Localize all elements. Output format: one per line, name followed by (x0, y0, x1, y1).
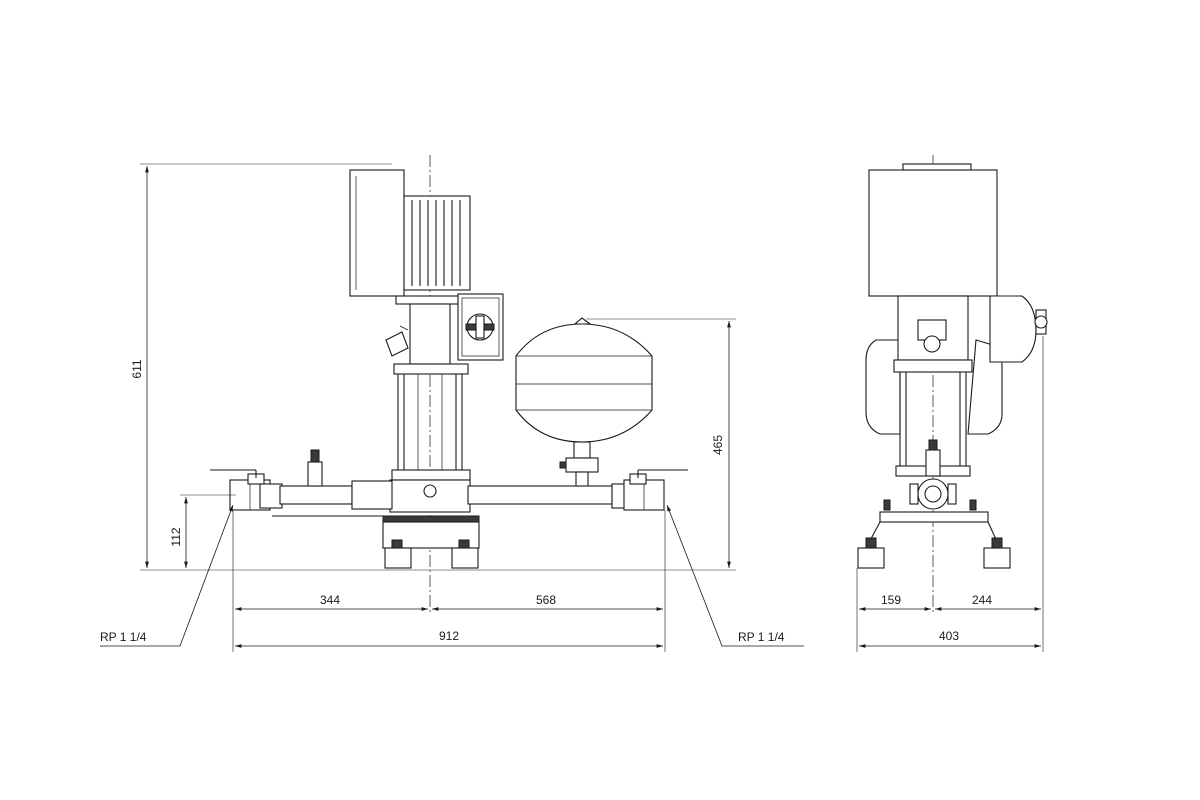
manifold-pipe (229, 479, 665, 511)
motor (349, 169, 471, 305)
dim-width-344: 344 (320, 593, 340, 607)
front-dimensions: 611 465 112 344 568 912 RP 1 1/4 (100, 163, 804, 652)
side-control-box (989, 295, 1048, 363)
motor-cooling-fins (411, 200, 461, 286)
side-valve (909, 439, 957, 510)
side-pump-head (893, 295, 973, 373)
side-tank (865, 339, 901, 435)
dim-height-465: 465 (711, 435, 725, 455)
side-dimensions: 159 244 403 (856, 336, 1044, 652)
base-frame (272, 515, 479, 569)
dim-side-403: 403 (939, 629, 959, 643)
dim-width-568: 568 (536, 593, 556, 607)
dim-height-112: 112 (169, 527, 183, 546)
pump-columns (391, 374, 471, 481)
dim-side-159: 159 (881, 593, 901, 607)
outlet-connection-label: RP 1 1/4 (738, 630, 785, 644)
diaphragm-tank (515, 317, 653, 487)
side-base-frame (857, 499, 1011, 569)
control-box (457, 293, 504, 361)
pump-base (382, 479, 480, 549)
dim-height-611: 611 (130, 359, 144, 378)
dim-side-244: 244 (972, 593, 992, 607)
inlet-connection-label: RP 1 1/4 (100, 630, 147, 644)
inlet-valve (210, 469, 265, 485)
side-motor (868, 169, 998, 297)
outlet-valve (629, 469, 688, 485)
pump-head (385, 303, 469, 375)
pressure-sensor (307, 449, 323, 487)
side-view: 159 244 403 (856, 155, 1048, 652)
dim-width-912: 912 (439, 629, 459, 643)
front-view: 611 465 112 344 568 912 RP 1 1/4 (100, 155, 804, 652)
